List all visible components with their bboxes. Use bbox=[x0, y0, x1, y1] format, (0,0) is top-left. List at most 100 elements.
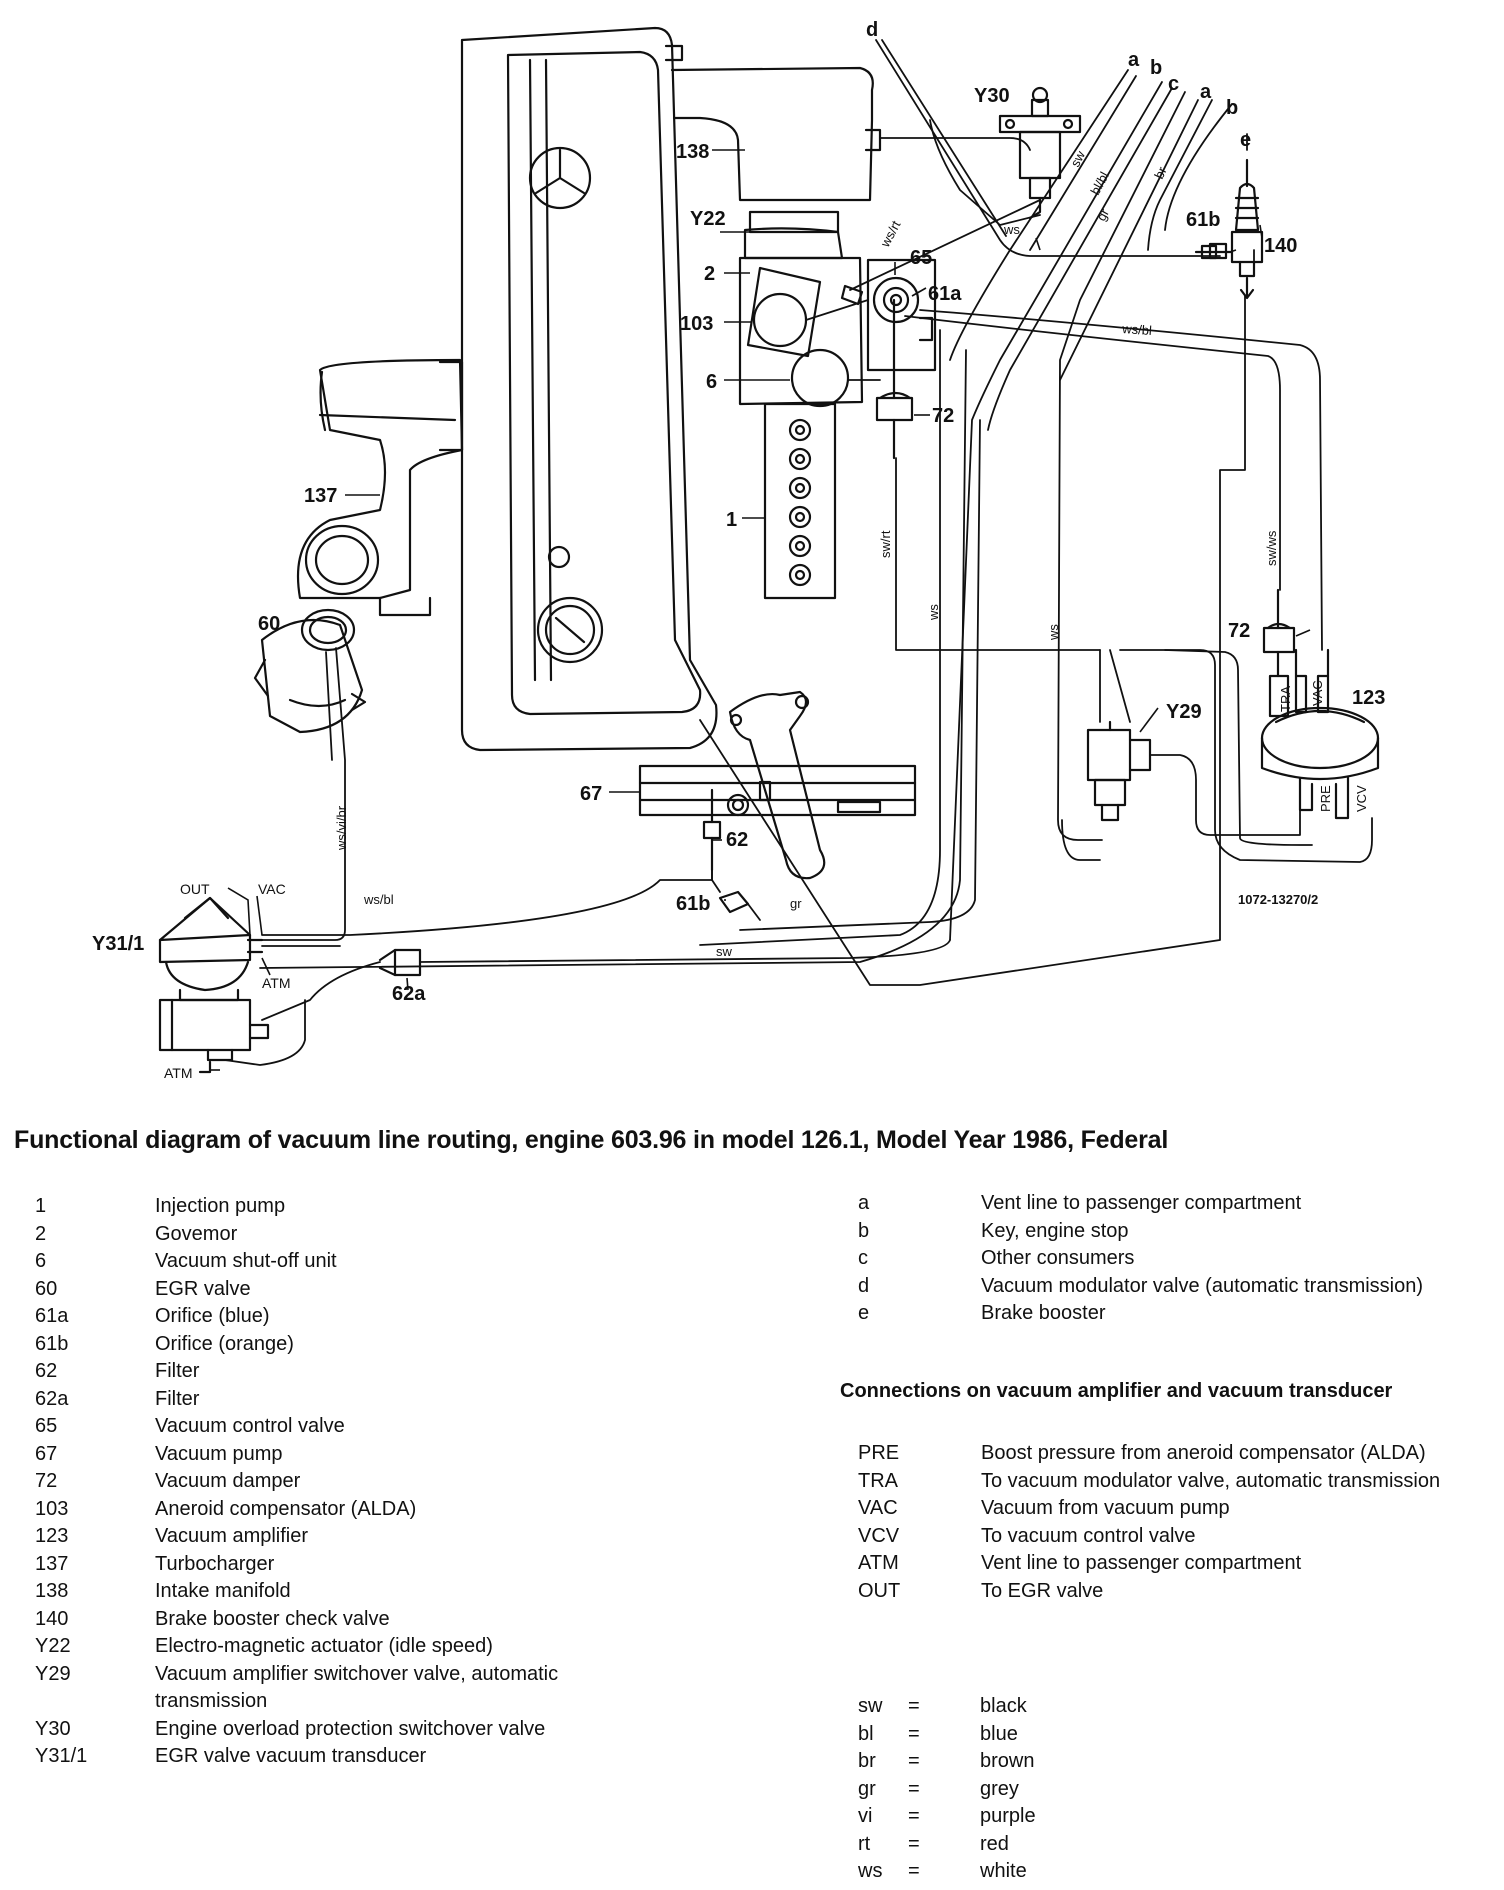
callout-d: d bbox=[866, 19, 878, 41]
legend-key: sw bbox=[858, 1695, 883, 1717]
legend-value: Boost pressure from aneroid compensator … bbox=[981, 1442, 1426, 1464]
intake-manifold bbox=[670, 66, 882, 202]
legend-value: Brake booster check valve bbox=[155, 1607, 390, 1630]
legend-key: 137 bbox=[35, 1552, 69, 1575]
line-label-sw-bottom: sw bbox=[716, 944, 733, 959]
vacuum-damper-right bbox=[1262, 588, 1296, 718]
port-label-vac-amp: VAC bbox=[1310, 680, 1325, 706]
legend-row: d Vacuum modulator valve (automatic trans… bbox=[858, 1273, 1498, 1301]
port-label-pre: PRE bbox=[1318, 785, 1333, 812]
y30-switchover-valve bbox=[998, 86, 1082, 220]
legend-row: br=brown bbox=[858, 1748, 1258, 1776]
callout-6: 6 bbox=[706, 371, 717, 393]
legend-value: To vacuum control valve bbox=[981, 1524, 1196, 1547]
callout-a-right: a bbox=[1200, 81, 1212, 103]
line-label-ws-rt: ws/rt bbox=[877, 218, 904, 250]
port-label-out: OUT bbox=[180, 881, 210, 897]
legend-value: Injection pump bbox=[155, 1195, 286, 1217]
legend-key: 2 bbox=[35, 1222, 47, 1245]
legend-key: Y22 bbox=[35, 1635, 71, 1657]
legend-key: br bbox=[858, 1750, 876, 1772]
legend-row: 123 Vacuum amplifier bbox=[35, 1523, 655, 1551]
legend-value: Key, engine stop bbox=[981, 1219, 1129, 1242]
legend-value: Intake manifold bbox=[155, 1580, 291, 1602]
legend-value: grey bbox=[980, 1777, 1019, 1800]
legend-key: Y29 bbox=[35, 1662, 71, 1685]
legend-key: 65 bbox=[35, 1415, 58, 1437]
line-label-sw-top: sw bbox=[1067, 148, 1088, 170]
legend-value: Filter bbox=[155, 1360, 200, 1382]
legend-value: Vacuum amplifier switchover valve, autom… bbox=[155, 1662, 559, 1713]
legend-key: 62a bbox=[35, 1387, 69, 1410]
legend-value: purple bbox=[980, 1805, 1036, 1827]
legend-value: Vacuum amplifier bbox=[155, 1525, 309, 1547]
legend-equals: = bbox=[908, 1695, 920, 1717]
legend-row: 62a Filter bbox=[35, 1386, 655, 1414]
callout-y30: Y30 bbox=[974, 85, 1010, 107]
legend-key: OUT bbox=[858, 1579, 901, 1602]
vacuum-damper-upper bbox=[875, 298, 914, 460]
line-label-ws-bl-top: ws/bl bbox=[1121, 321, 1153, 338]
legend-value: Vacuum control valve bbox=[155, 1415, 345, 1437]
callout-y29: Y29 bbox=[1166, 701, 1202, 723]
vacuum-lines bbox=[224, 39, 1373, 1066]
legend-key: rt bbox=[858, 1832, 871, 1855]
line-label-br-top: br bbox=[1151, 164, 1170, 182]
callout-62: 62 bbox=[726, 829, 748, 851]
connections-heading: Connections on vacuum amplifier and vacu… bbox=[840, 1380, 1393, 1402]
legend-row: 72 Vacuum damper bbox=[35, 1468, 655, 1496]
legend-key: VAC bbox=[858, 1497, 898, 1519]
legend-row: ws=white bbox=[858, 1858, 1258, 1886]
callout-b-left: b bbox=[1150, 57, 1162, 79]
line-label-ws-vi-br: ws/vi/br bbox=[334, 805, 349, 851]
legend-row: Y29 Vacuum amplifier switchover valve, au… bbox=[35, 1661, 655, 1716]
legend-value: Vacuum shut-off unit bbox=[155, 1250, 337, 1272]
legend-row: rt = red bbox=[858, 1831, 1258, 1859]
legend-equals: = bbox=[908, 1832, 920, 1855]
callout-103: 103 bbox=[680, 313, 713, 335]
legend-key: c bbox=[858, 1247, 868, 1269]
port-label-tra: TRA bbox=[1278, 686, 1293, 712]
legend-row: 2 Govemor bbox=[35, 1221, 655, 1249]
legend-value: Orifice (orange) bbox=[155, 1332, 294, 1355]
callout-1: 1 bbox=[726, 509, 737, 531]
legend-row: OUT To EGR valve bbox=[858, 1578, 1498, 1606]
port-label-vcv: VCV bbox=[1354, 785, 1369, 812]
legend-value: Govemor bbox=[155, 1222, 238, 1245]
legend-value: red bbox=[980, 1832, 1009, 1855]
callout-y22: Y22 bbox=[690, 208, 726, 230]
y29-switchover-valve bbox=[1086, 720, 1152, 822]
port-label-vac: VAC bbox=[258, 881, 286, 897]
legend-value: blue bbox=[980, 1722, 1018, 1745]
orifice-61b-top bbox=[1208, 242, 1228, 260]
legend-equals: = bbox=[908, 1722, 920, 1745]
engine-valve-cover bbox=[460, 26, 718, 752]
legend-key: 123 bbox=[35, 1525, 69, 1547]
legend-value: Vacuum damper bbox=[155, 1470, 301, 1492]
legend-key: PRE bbox=[858, 1442, 900, 1464]
legend-key: d bbox=[858, 1274, 870, 1297]
connections-legend: PRE Boost pressure from aneroid compensat… bbox=[858, 1440, 1498, 1605]
port-label-atm-lower: ATM bbox=[164, 1065, 193, 1081]
legend-value: Filter bbox=[155, 1387, 200, 1410]
legend-value: white bbox=[980, 1860, 1027, 1882]
legend-key: 72 bbox=[35, 1470, 58, 1492]
legend-value: Vacuum modulator valve (automatic transm… bbox=[981, 1274, 1424, 1297]
legend-value: brown bbox=[980, 1750, 1035, 1772]
